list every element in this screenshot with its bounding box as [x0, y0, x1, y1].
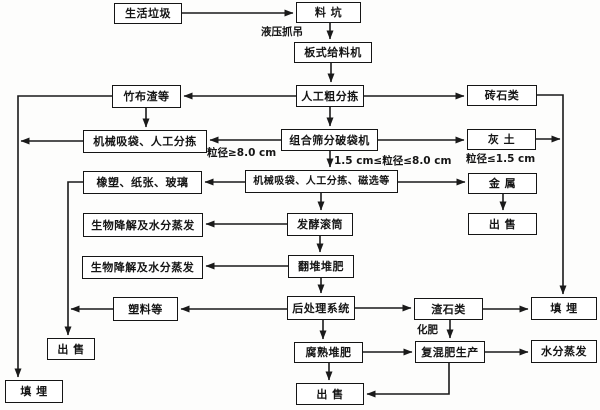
node-mech-suction-manual-sorting: 机械吸袋、人工分拣: [83, 130, 207, 153]
node-sell-left: 出 售: [47, 338, 95, 360]
edge-compound-fertilizer-production-to-sell-bottom: [366, 363, 450, 398]
edge-bamboo-cloth-residue-to-landfill-left: [14, 95, 112, 378]
node-sell-metal: 出 售: [468, 213, 537, 235]
edge-label-fertilizer-input: 化肥: [417, 324, 438, 336]
node-sell-bottom: 出 售: [296, 383, 364, 405]
node-manual-coarse-sorting: 人工粗分拣: [296, 85, 364, 107]
edge-rubber-paper-glass-to-sell-left: [64, 181, 83, 336]
edge-label-size-ge-8cm: 粒径≥8.0 cm: [207, 147, 277, 159]
edge-label-size-le-1.5cm: 粒径≤1.5 cm: [466, 153, 536, 165]
node-water-evaporation: 水分蒸发: [531, 340, 597, 363]
node-metal: 金 属: [468, 173, 537, 194]
node-turning-compost: 翻堆堆肥: [288, 255, 354, 278]
node-ash-soil: 灰 土: [467, 129, 536, 150]
node-plate-feeder: 板式给料机: [294, 42, 372, 63]
node-plastics: 塑料等: [113, 297, 178, 321]
node-landfill-right: 填 埋: [531, 297, 597, 320]
node-brick-stone: 砖石类: [467, 85, 537, 106]
node-landfill-left: 填 埋: [5, 380, 63, 403]
node-post-treatment-system: 后处理系统: [287, 296, 355, 320]
node-combined-screen-bag-breaker: 组合筛分破袋机: [281, 129, 378, 151]
edge-brick-stone-to-landfill-right: [537, 94, 567, 295]
flow-arrows: [14, 9, 567, 398]
node-mech-suction-manual-magnetic: 机械吸袋、人工分拣、磁选等: [245, 170, 398, 193]
node-matured-compost: 腐熟堆肥: [294, 342, 363, 363]
edge-label-size-1.5-to-8cm: 1.5 cm≤粒径≤8.0 cm: [334, 155, 452, 167]
node-compound-fertilizer-production: 复混肥生产: [415, 341, 485, 363]
node-slag-stone: 渣石类: [414, 298, 483, 320]
node-bamboo-cloth-residue: 竹布渣等: [112, 85, 181, 108]
node-material-pit: 料 坑: [296, 2, 361, 23]
node-household-waste: 生活垃圾: [114, 3, 182, 24]
node-biodegradation-evaporation-2: 生物降解及水分蒸发: [82, 256, 203, 279]
node-fermentation-drum: 发酵滚筒: [287, 213, 353, 236]
node-rubber-paper-glass: 橡塑、纸张、玻璃: [83, 171, 202, 194]
edge-label-hydraulic-grab-crane: 液压抓吊: [261, 26, 303, 38]
node-biodegradation-evaporation-1: 生物降解及水分蒸发: [83, 213, 203, 237]
